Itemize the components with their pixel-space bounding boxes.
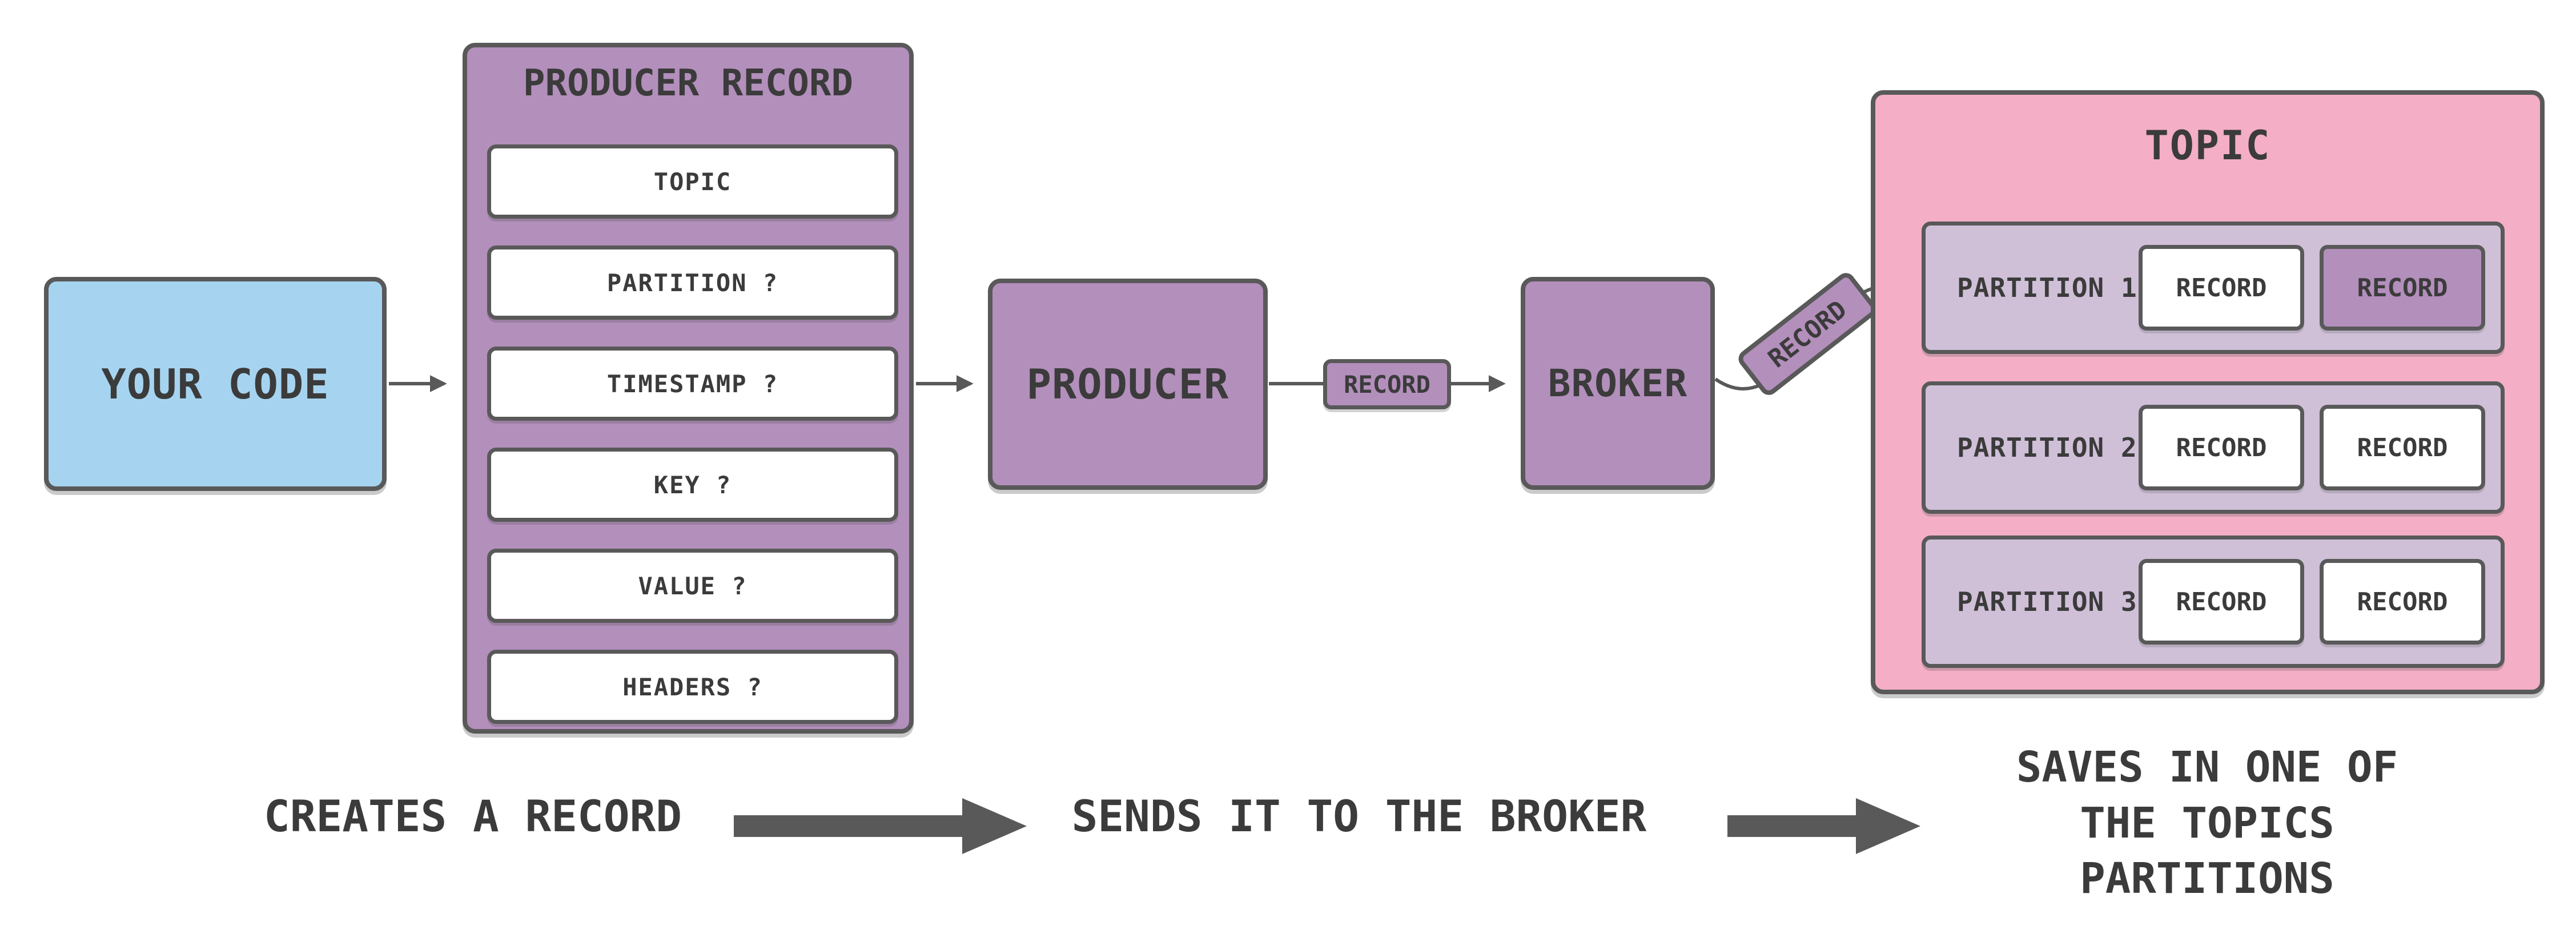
partition-3-record-2: RECORD <box>2320 559 2485 645</box>
field-headers: HEADERS ? <box>487 650 898 724</box>
field-key: KEY ? <box>487 448 898 522</box>
broker-label: BROKER <box>1548 361 1688 405</box>
thick-arrow-creates-to-sends <box>734 798 1027 854</box>
partition-2-row: PARTITION 2 RECORD RECORD <box>1922 381 2505 514</box>
field-value: VALUE ? <box>487 549 898 623</box>
producer-label: PRODUCER <box>1026 360 1229 408</box>
caption-saves-in-topic-partitions: SAVES IN ONE OF THE TOPICS PARTITIONS <box>1953 740 2461 907</box>
topic-node: TOPIC PARTITION 1 RECORD RECORD PARTITIO… <box>1871 90 2545 694</box>
record-chip-label: RECORD <box>1344 370 1430 398</box>
record-tag-label: RECORD <box>1762 294 1852 374</box>
topic-title: TOPIC <box>2144 122 2271 169</box>
partition-1-record-2: RECORD <box>2320 245 2485 331</box>
field-partition: PARTITION ? <box>487 245 898 320</box>
producer-node: PRODUCER <box>988 279 1268 490</box>
record-chip: RECORD <box>1323 359 1451 409</box>
partition-3-record-1: RECORD <box>2139 559 2304 645</box>
record-tag: RECORD <box>1735 269 1880 399</box>
field-timestamp: TIMESTAMP ? <box>487 347 898 421</box>
field-topic: TOPIC <box>487 144 898 219</box>
thick-arrow-sends-to-saves <box>1727 798 1920 854</box>
caption-saves-line-1: SAVES IN ONE OF <box>2016 743 2398 792</box>
caption-sends-it-to-the-broker: SENDS IT TO THE BROKER <box>1071 791 1647 842</box>
caption-saves-line-3: PARTITIONS <box>2080 854 2334 904</box>
caption-saves-line-2: THE TOPICS <box>2080 798 2334 848</box>
partition-2-record-1: RECORD <box>2139 405 2304 490</box>
your-code-node: YOUR CODE <box>44 277 387 491</box>
partition-2-record-2: RECORD <box>2320 405 2485 490</box>
partition-1-label: PARTITION 1 <box>1957 272 2137 303</box>
partition-3-label: PARTITION 3 <box>1957 586 2137 617</box>
producer-record-title: PRODUCER RECORD <box>523 62 853 104</box>
broker-node: BROKER <box>1521 277 1715 490</box>
partition-1-row: PARTITION 1 RECORD RECORD <box>1922 222 2505 354</box>
your-code-label: YOUR CODE <box>101 360 329 408</box>
partition-1-record-1: RECORD <box>2139 245 2304 331</box>
partition-2-label: PARTITION 2 <box>1957 432 2137 463</box>
producer-record-node: PRODUCER RECORD TOPIC PARTITION ? TIMEST… <box>463 43 914 734</box>
producer-record-fields: TOPIC PARTITION ? TIMESTAMP ? KEY ? VALU… <box>487 144 898 724</box>
caption-creates-a-record: CREATES A RECORD <box>263 791 682 842</box>
partition-3-row: PARTITION 3 RECORD RECORD <box>1922 536 2505 668</box>
